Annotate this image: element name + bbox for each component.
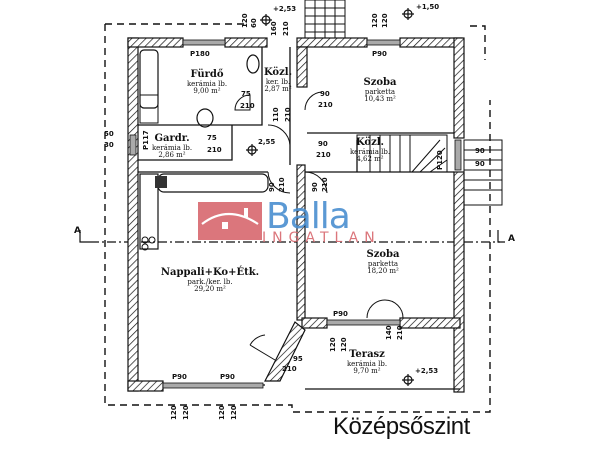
room-nappali: Nappali+Ko+Étk. park./ker. lb. 29,20 m²	[160, 267, 260, 293]
window-stair: P120	[436, 150, 444, 170]
dim-210: 210	[278, 177, 286, 192]
dim-50: 50	[104, 130, 114, 138]
logo-subtitle: INGATLAN	[262, 230, 381, 246]
dim-120: 120	[241, 13, 249, 28]
dim-30: 30	[104, 141, 114, 149]
dim-120: 120	[230, 405, 238, 420]
dim-160: 160	[270, 21, 278, 36]
dim-140: 140	[385, 325, 393, 340]
room-area: 4,62 m²	[356, 154, 384, 163]
dim-90: 90	[318, 140, 328, 148]
dim-90: 90	[475, 160, 485, 168]
dim-90: 90	[268, 182, 276, 192]
room-furdo: Fürdő kerámia lb. 9,00 m²	[186, 69, 228, 95]
room-name: Gardr.	[154, 133, 190, 144]
dim-110: 110	[272, 107, 280, 122]
room-area: 9,70 m²	[353, 366, 381, 375]
dim-210: 210	[284, 107, 292, 122]
room-area: 18,20 m²	[367, 266, 399, 275]
dim-210: 210	[240, 102, 255, 110]
window-bath: P180	[190, 50, 210, 58]
level-top-right: +1,50	[416, 3, 440, 11]
room-name: Közl.	[263, 67, 293, 78]
room-name: Szoba	[366, 249, 400, 260]
dim-60: 60	[250, 18, 258, 28]
room-kozl-2: Közl. kerámia lb. 4,62 m²	[349, 137, 391, 163]
room-material: kerámia lb.	[151, 143, 193, 152]
stairs	[304, 0, 503, 206]
dim-210: 210	[321, 177, 329, 192]
room-name: Terasz	[349, 349, 385, 360]
room-area: 10,43 m²	[364, 94, 396, 103]
room-material: kerámia lb.	[346, 359, 388, 368]
room-name: Fürdő	[190, 69, 224, 80]
room-name: Nappali+Ko+Étk.	[160, 267, 260, 278]
dim-120: 120	[371, 13, 379, 28]
dim-120: 120	[340, 337, 348, 352]
window-living-1: P90	[172, 373, 187, 381]
room-material: park./ker. lb.	[187, 277, 233, 286]
dim-90: 90	[320, 90, 330, 98]
room-name: Szoba	[363, 77, 397, 88]
dim-120: 120	[182, 405, 190, 420]
section-marker-left: A	[74, 226, 81, 236]
room-area: 9,00 m²	[193, 86, 221, 95]
room-material: kerámia lb.	[186, 79, 228, 88]
walls	[127, 37, 465, 393]
dim-210: 210	[318, 101, 333, 109]
dim-210: 210	[316, 151, 331, 159]
dim-210: 210	[282, 365, 297, 373]
dim-120: 120	[170, 405, 178, 420]
dim-90: 90	[475, 147, 485, 155]
section-marker-right: A	[508, 234, 515, 244]
floor-title: Középsőszint	[333, 413, 470, 440]
room-terasz: Terasz kerámia lb. 9,70 m²	[346, 349, 388, 375]
room-material: parketta	[367, 259, 399, 268]
room-material: ker. lb.	[265, 77, 291, 86]
window-living-2: P90	[220, 373, 235, 381]
dim-210: 210	[396, 325, 404, 340]
level-top-left: +2,53	[273, 5, 297, 13]
dim-120: 120	[381, 13, 389, 28]
room-material: kerámia lb.	[349, 147, 391, 156]
room-kozl-1: Közl. ker. lb. 2,87 m²	[263, 67, 293, 93]
level-middle: 2,55	[258, 138, 276, 146]
window-gardr: P117	[142, 130, 150, 150]
dim-120: 120	[218, 405, 226, 420]
room-szoba-2: Szoba parketta 18,20 m²	[366, 249, 400, 275]
dim-95: 95	[293, 355, 303, 363]
room-area: 29,20 m²	[194, 284, 226, 293]
room-name: Közl.	[355, 137, 385, 148]
room-area: 2,86 m²	[158, 150, 186, 159]
dim-210: 210	[207, 146, 222, 154]
dim-75: 75	[241, 90, 251, 98]
room-area: 2,87 m²	[264, 84, 292, 93]
site-outline	[104, 23, 491, 413]
dim-120: 120	[329, 337, 337, 352]
dim-90: 90	[311, 182, 319, 192]
house-icon	[198, 202, 262, 240]
window-room-top: P90	[372, 50, 387, 58]
balla-ingatlan-logo: Balla INGATLAN	[198, 196, 408, 246]
room-gardr: Gardr. kerámia lb. 2,86 m²	[151, 133, 193, 159]
dim-210: 210	[282, 21, 290, 36]
window-room-bottom: P90	[333, 310, 348, 318]
room-material: parketta	[364, 87, 396, 96]
level-terrace: +2,53	[415, 367, 439, 375]
logo-name: Balla	[266, 196, 351, 237]
room-szoba-1: Szoba parketta 10,43 m²	[363, 77, 397, 103]
dim-75: 75	[207, 134, 217, 142]
